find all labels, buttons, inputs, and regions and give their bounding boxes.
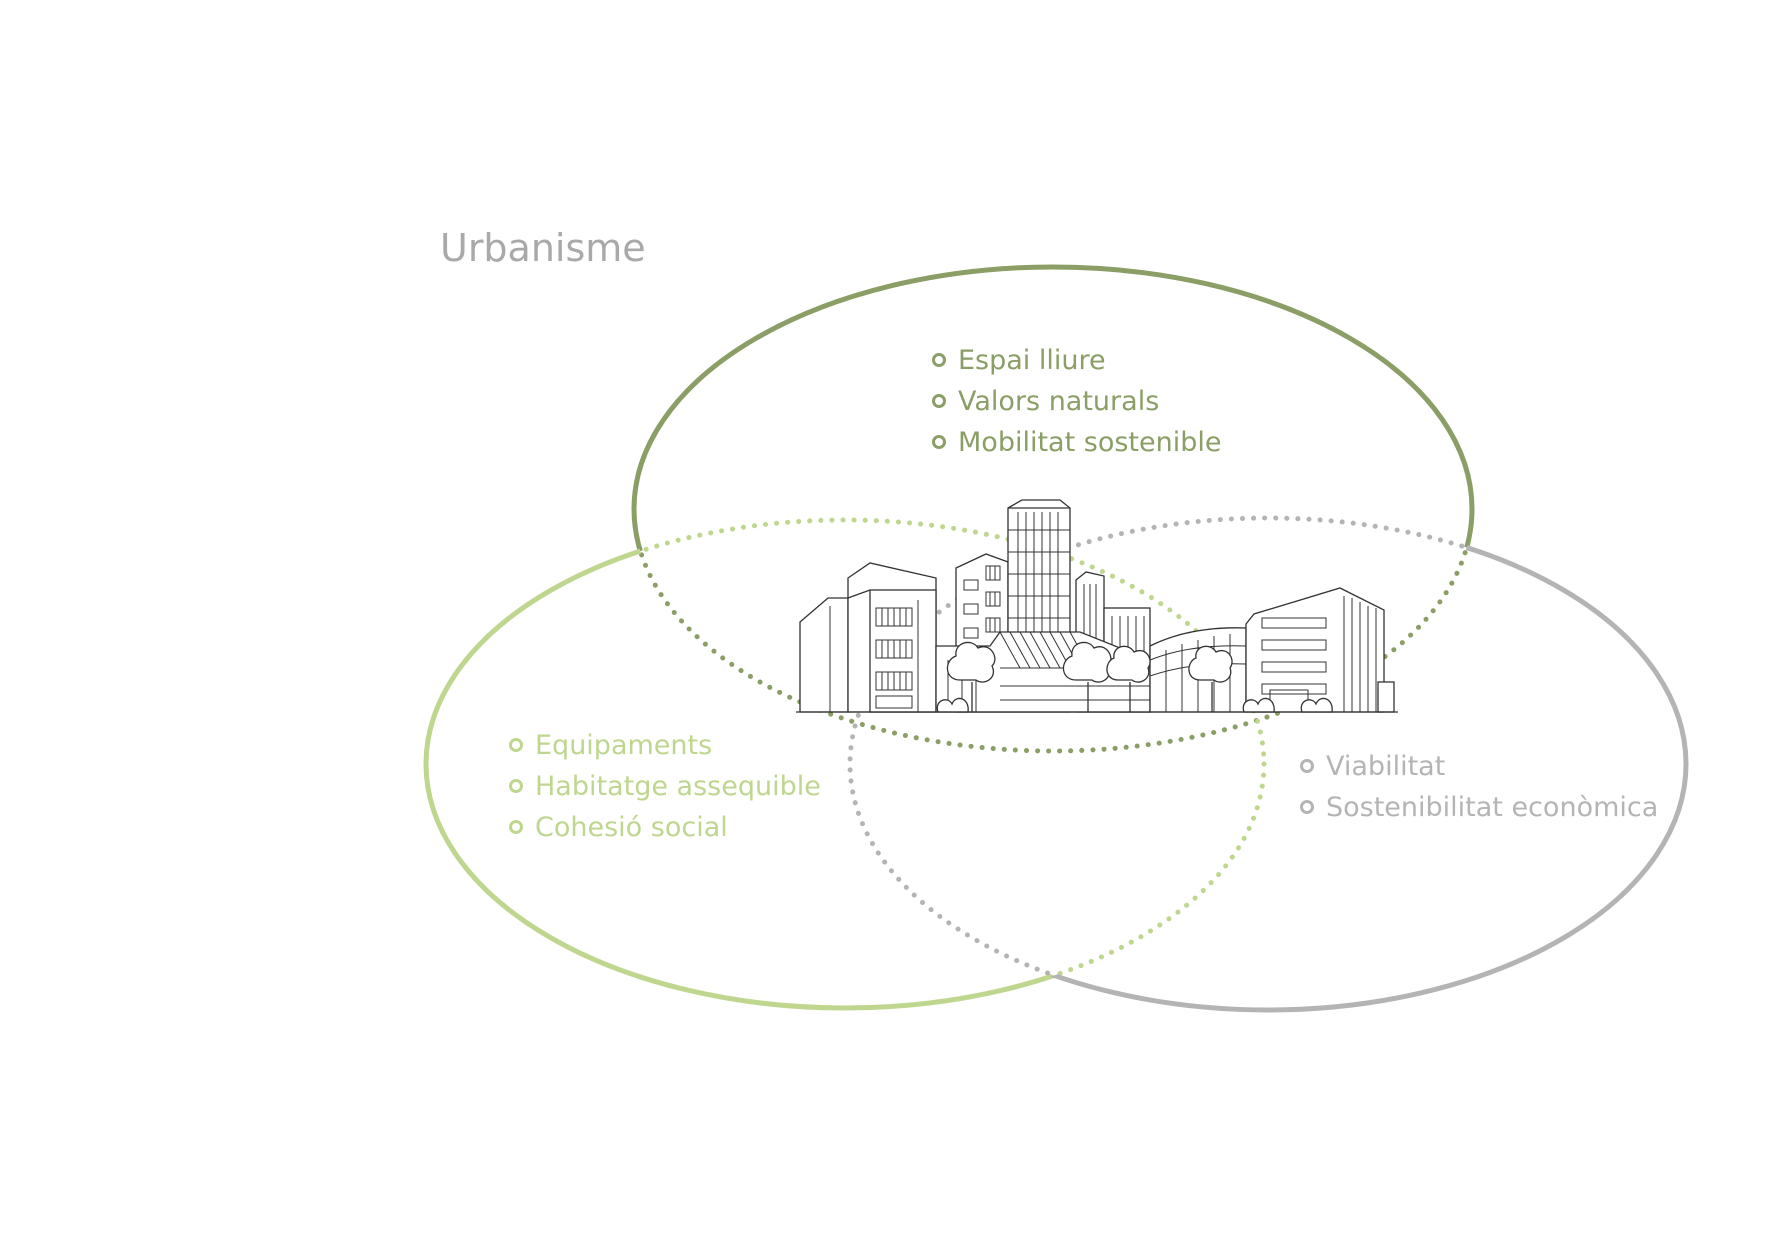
- diagram-title: Urbanisme: [440, 226, 646, 270]
- list-item: Mobilitat sostenible: [932, 427, 1221, 458]
- tree-icon: [1188, 645, 1233, 712]
- tree-icon: [946, 641, 996, 712]
- list-item-label: Equipaments: [535, 730, 712, 761]
- list-item-label: Espai lliure: [958, 345, 1106, 376]
- city-buildings-illustration: [796, 499, 1398, 713]
- bullet-ring-icon: [509, 779, 523, 793]
- bullet-ring-icon: [932, 353, 946, 367]
- tree-icon: [1062, 641, 1112, 712]
- list-economic: Viabilitat Sostenibilitat econòmica: [1300, 751, 1658, 823]
- list-item-label: Viabilitat: [1326, 751, 1445, 782]
- shrub-icon: [936, 697, 1333, 713]
- list-social: Equipaments Habitatge assequible Cohesió…: [509, 730, 821, 843]
- list-item-label: Valors naturals: [958, 386, 1159, 417]
- list-item-label: Habitatge assequible: [535, 771, 821, 802]
- bullet-ring-icon: [509, 820, 523, 834]
- list-item: Cohesió social: [509, 812, 728, 843]
- building-right: [1245, 587, 1395, 713]
- list-item-label: Cohesió social: [535, 812, 728, 843]
- bullet-ring-icon: [1300, 800, 1314, 814]
- bullet-ring-icon: [932, 394, 946, 408]
- circle-social: [423, 517, 1267, 1011]
- list-item: Valors naturals: [932, 386, 1159, 417]
- bullet-ring-icon: [932, 435, 946, 449]
- bullet-ring-icon: [1300, 759, 1314, 773]
- list-item: Habitatge assequible: [509, 771, 821, 802]
- list-item: Equipaments: [509, 730, 712, 761]
- list-item-label: Sostenibilitat econòmica: [1326, 792, 1658, 823]
- list-item: Viabilitat: [1300, 751, 1445, 782]
- list-environment: Espai lliure Valors naturals Mobilitat s…: [932, 345, 1221, 458]
- building-left: [799, 562, 937, 713]
- list-item: Sostenibilitat econòmica: [1300, 792, 1658, 823]
- bullet-ring-icon: [509, 738, 523, 752]
- list-item-label: Mobilitat sostenible: [958, 427, 1221, 458]
- list-item: Espai lliure: [932, 345, 1106, 376]
- tree-icon: [1106, 645, 1151, 712]
